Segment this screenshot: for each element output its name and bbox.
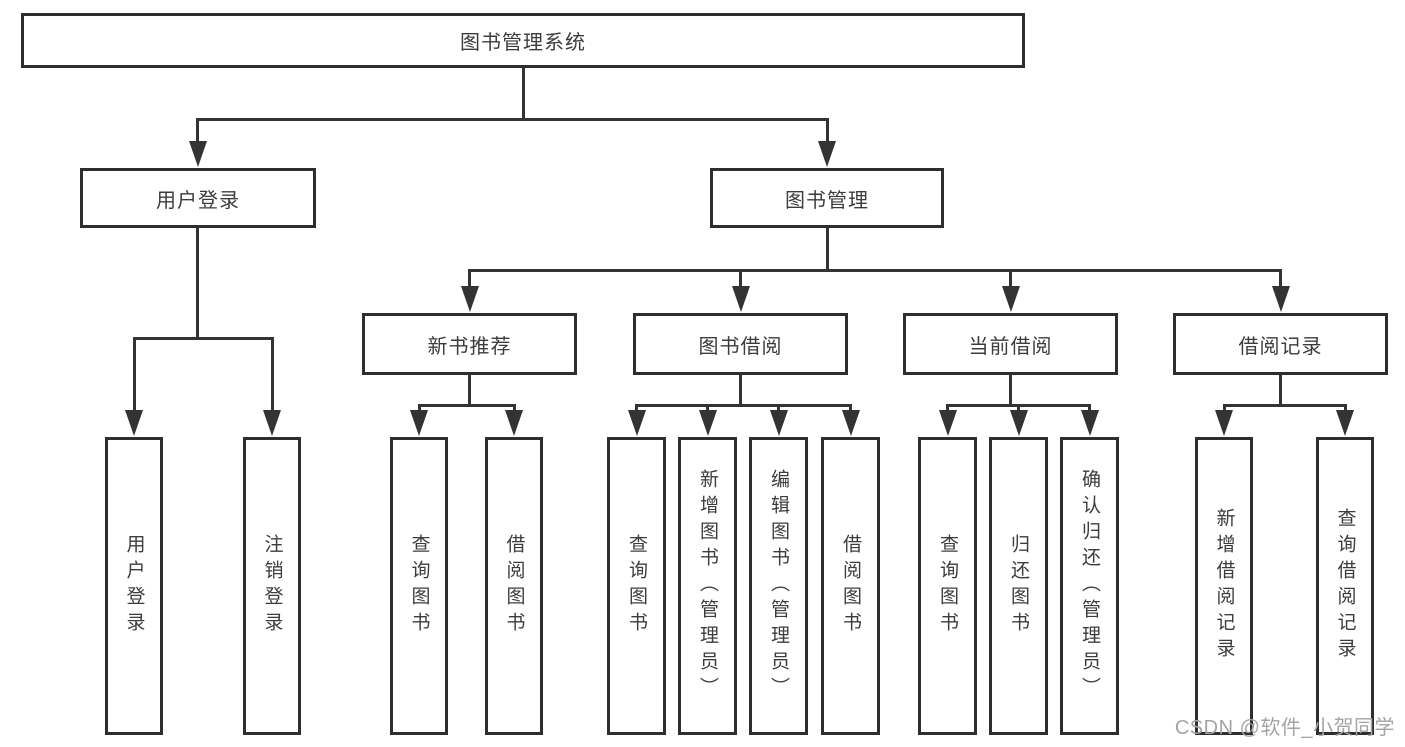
connector-line (946, 403, 1091, 407)
connector-line (1279, 375, 1282, 406)
connector-line (196, 119, 199, 146)
connector-line (1279, 269, 1282, 290)
connector-line (635, 404, 638, 414)
arrowhead-down-icon (1215, 410, 1233, 436)
arrowhead-down-icon (841, 410, 860, 436)
connector-line (270, 337, 274, 414)
arrowhead-down-icon (1336, 410, 1354, 436)
connector-line (849, 404, 852, 414)
leaf-user-login: 用户登录 (105, 437, 163, 735)
arrowhead-down-icon (505, 410, 523, 436)
connector-line (1222, 404, 1226, 414)
arrowhead-down-icon (818, 141, 836, 167)
connector-line (739, 375, 742, 406)
leaf-logout: 注销登录 (243, 437, 301, 735)
arrowhead-down-icon (1009, 410, 1028, 436)
node-book-borrowing: 图书借阅 (633, 313, 848, 375)
leaf-return-books: 归还图书 (989, 437, 1048, 735)
connector-line (825, 228, 829, 272)
arrowhead-down-icon (460, 286, 479, 312)
connector-line (825, 119, 829, 146)
node-book-management-system: 图书管理系统 (21, 13, 1025, 68)
leaf-borrow-books: 借阅图书 (821, 437, 880, 735)
connector-line (468, 269, 471, 290)
arrowhead-down-icon (263, 410, 281, 436)
arrowhead-down-icon (188, 141, 207, 167)
leaf-search-borrow-record: 查询借阅记录 (1316, 437, 1374, 735)
connector-line (1009, 269, 1012, 290)
node-book-management: 图书管理 (710, 168, 944, 228)
connector-line (132, 337, 136, 414)
connector-line (946, 404, 949, 414)
connector-line (521, 68, 525, 121)
arrowhead-down-icon (125, 410, 143, 436)
connector-line (417, 404, 421, 414)
watermark: CSDN @软件_小贺同学 (1174, 717, 1395, 739)
arrowhead-down-icon (1080, 410, 1099, 436)
connector-line (706, 404, 709, 414)
leaf-search-books-recommend: 查询图书 (390, 437, 448, 735)
node-new-book-recommendation: 新书推荐 (362, 313, 577, 375)
connector-line (777, 404, 780, 414)
connector-line (1222, 403, 1347, 407)
connector-line (635, 403, 852, 407)
connector-line (468, 375, 471, 406)
connector-line (1343, 404, 1347, 414)
arrowhead-down-icon (627, 410, 646, 436)
leaf-add-books-admin: 新增图书（管理员） (678, 437, 737, 735)
leaf-add-borrow-record: 新增借阅记录 (1195, 437, 1253, 735)
arrowhead-down-icon (938, 410, 957, 436)
arrowhead-down-icon (1001, 286, 1020, 312)
connector-line (132, 336, 274, 340)
connector-line (468, 268, 1282, 272)
arrowhead-down-icon (698, 410, 717, 436)
leaf-borrow-books-recommend: 借阅图书 (485, 437, 543, 735)
leaf-search-books-borrowing: 查询图书 (607, 437, 666, 735)
leaf-search-books-current: 查询图书 (918, 437, 977, 735)
connector-line (196, 228, 199, 340)
connector-line (196, 117, 829, 121)
connector-line (512, 404, 516, 414)
connector-line (739, 269, 742, 290)
node-borrowing-records: 借阅记录 (1173, 313, 1388, 375)
arrowhead-down-icon (769, 410, 788, 436)
leaf-confirm-return-admin: 确认归还（管理员） (1060, 437, 1119, 735)
node-current-borrowing: 当前借阅 (903, 313, 1118, 375)
leaf-edit-books-admin: 编辑图书（管理员） (749, 437, 808, 735)
connector-line (1017, 404, 1020, 414)
connector-line (417, 403, 516, 407)
arrowhead-down-icon (1271, 286, 1290, 312)
connector-line (1088, 404, 1091, 414)
arrowhead-down-icon (410, 410, 428, 436)
connector-line (1009, 375, 1012, 406)
arrowhead-down-icon (731, 286, 750, 312)
node-user-login: 用户登录 (80, 168, 316, 228)
